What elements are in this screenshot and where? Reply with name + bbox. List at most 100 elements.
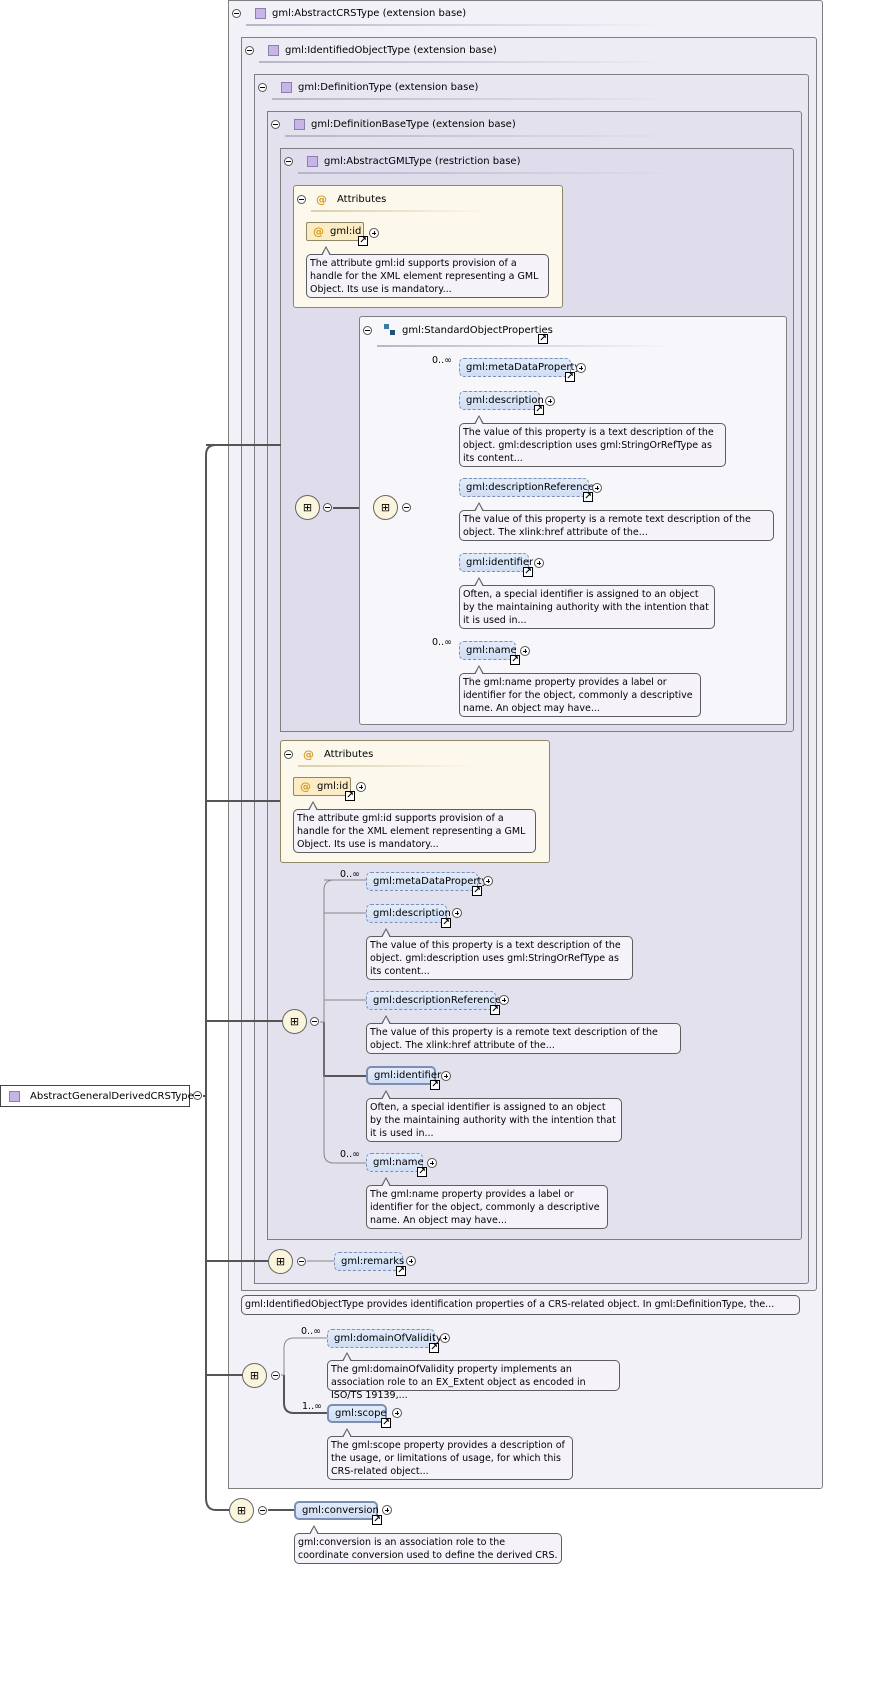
root-type-label: AbstractGeneralDerivedCRSType bbox=[30, 1090, 194, 1102]
expand-icon[interactable] bbox=[534, 558, 544, 568]
expand-icon[interactable] bbox=[427, 1158, 437, 1168]
complex-type-icon bbox=[255, 7, 266, 19]
root-trunk bbox=[205, 444, 217, 1511]
header-underline bbox=[311, 210, 491, 212]
domain-of-validity-element[interactable]: gml:domainOfValidity bbox=[327, 1329, 442, 1348]
header-underline bbox=[246, 24, 666, 26]
collapse-icon[interactable] bbox=[363, 325, 372, 335]
expand-icon[interactable] bbox=[369, 228, 379, 238]
expand-icon[interactable] bbox=[520, 646, 530, 656]
complex-type-icon bbox=[294, 118, 305, 130]
link-arrow-icon[interactable]: ↗ bbox=[523, 567, 533, 577]
link-arrow-icon[interactable]: ↗ bbox=[441, 918, 451, 928]
link-arrow-icon[interactable]: ↗ bbox=[429, 1343, 439, 1353]
identifier-doc: Often, a special identifier is assigned … bbox=[459, 577, 715, 629]
collapse-icon[interactable] bbox=[258, 82, 267, 92]
collapse-icon[interactable] bbox=[402, 503, 411, 512]
gml-id-doc-inner: The attribute gml:id supports provision … bbox=[306, 246, 549, 298]
gml-id-label: gml:id bbox=[317, 781, 349, 792]
expand-icon[interactable] bbox=[392, 1408, 402, 1418]
link-arrow-icon[interactable]: ↗ bbox=[538, 334, 548, 344]
link-arrow-icon[interactable]: ↗ bbox=[510, 655, 520, 665]
link-arrow-icon[interactable]: ↗ bbox=[381, 1418, 391, 1428]
standard-props-title: gml:StandardObjectProperties bbox=[402, 324, 553, 336]
name-element[interactable]: gml:name bbox=[366, 1153, 424, 1172]
expand-icon[interactable] bbox=[382, 1505, 392, 1515]
link-arrow-icon[interactable]: ↗ bbox=[345, 791, 355, 801]
header-underline bbox=[298, 172, 678, 174]
expand-icon[interactable] bbox=[576, 363, 586, 373]
description-reference-element[interactable]: gml:descriptionReference bbox=[459, 478, 594, 497]
attribute-at-icon: @ bbox=[300, 780, 311, 793]
identifier-element[interactable]: gml:identifier bbox=[366, 1066, 441, 1085]
expand-icon[interactable] bbox=[356, 782, 366, 792]
link-arrow-icon[interactable]: ↗ bbox=[583, 492, 593, 502]
link-arrow-icon[interactable]: ↗ bbox=[358, 236, 368, 246]
identifier-element[interactable]: gml:identifier bbox=[459, 553, 533, 572]
description-reference-element[interactable]: gml:descriptionReference bbox=[366, 991, 501, 1010]
collapse-icon[interactable] bbox=[310, 1017, 319, 1026]
collapse-icon[interactable] bbox=[232, 8, 241, 18]
metadata-property-element[interactable]: gml:metaDataProperty bbox=[459, 358, 580, 377]
definition-base-type-header: gml:DefinitionBaseType (extension base) bbox=[271, 115, 516, 133]
sequence-compositor-icon[interactable]: ⊞ bbox=[295, 495, 320, 520]
identified-object-type-header: gml:IdentifiedObjectType (extension base… bbox=[245, 41, 497, 59]
expand-icon[interactable] bbox=[499, 995, 509, 1005]
attributes-inner-title: Attributes bbox=[337, 193, 387, 205]
occurrence-label: 1..∞ bbox=[302, 1401, 322, 1412]
scope-doc: The gml:scope property provides a descri… bbox=[327, 1428, 573, 1480]
name-doc: The gml:name property provides a label o… bbox=[366, 1177, 608, 1229]
group-icon bbox=[384, 324, 396, 336]
remarks-element[interactable]: gml:remarks bbox=[334, 1252, 404, 1271]
expand-icon[interactable] bbox=[545, 396, 555, 406]
occurrence-label: 0..∞ bbox=[301, 1326, 321, 1337]
header-underline bbox=[377, 345, 677, 347]
expand-icon[interactable] bbox=[440, 1333, 450, 1343]
sequence-compositor-icon[interactable]: ⊞ bbox=[282, 1009, 307, 1034]
attribute-at-icon: @ bbox=[303, 747, 314, 761]
collapse-icon[interactable] bbox=[297, 194, 306, 204]
collapse-icon[interactable] bbox=[323, 503, 332, 512]
complex-type-icon bbox=[268, 44, 279, 56]
collapse-icon[interactable] bbox=[284, 156, 293, 166]
expand-icon[interactable] bbox=[406, 1256, 416, 1266]
expand-icon[interactable] bbox=[452, 908, 462, 918]
link-arrow-icon[interactable]: ↗ bbox=[490, 1005, 500, 1015]
header-underline bbox=[285, 135, 675, 137]
metadata-property-element[interactable]: gml:metaDataProperty bbox=[366, 872, 487, 891]
link-arrow-icon[interactable]: ↗ bbox=[430, 1080, 440, 1090]
identified-object-doc: gml:IdentifiedObjectType provides identi… bbox=[241, 1295, 800, 1315]
collapse-icon[interactable] bbox=[193, 1091, 202, 1100]
link-arrow-icon[interactable]: ↗ bbox=[534, 405, 544, 415]
expand-icon[interactable] bbox=[441, 1071, 451, 1081]
link-arrow-icon[interactable]: ↗ bbox=[472, 886, 482, 896]
sequence-compositor-icon[interactable]: ⊞ bbox=[268, 1249, 293, 1274]
collapse-icon[interactable] bbox=[271, 119, 280, 129]
identifier-doc: Often, a special identifier is assigned … bbox=[366, 1090, 622, 1142]
conversion-element[interactable]: gml:conversion bbox=[294, 1501, 379, 1520]
gml-id-attribute-outer[interactable]: @ gml:id bbox=[293, 777, 351, 796]
link-arrow-icon[interactable]: ↗ bbox=[372, 1515, 382, 1525]
occurrence-label: 0..∞ bbox=[340, 869, 360, 880]
expand-icon[interactable] bbox=[483, 876, 493, 886]
collapse-icon[interactable] bbox=[271, 1371, 280, 1380]
gml-id-attribute-inner[interactable]: @ gml:id bbox=[306, 222, 364, 241]
link-arrow-icon[interactable]: ↗ bbox=[417, 1167, 427, 1177]
collapse-icon[interactable] bbox=[284, 749, 293, 759]
description-element[interactable]: gml:description bbox=[366, 904, 451, 923]
complex-type-icon bbox=[9, 1090, 20, 1102]
link-arrow-icon[interactable]: ↗ bbox=[396, 1266, 406, 1276]
root-type-box[interactable]: AbstractGeneralDerivedCRSType bbox=[0, 1085, 194, 1107]
sequence-compositor-icon[interactable]: ⊞ bbox=[229, 1498, 254, 1523]
description-reference-doc: The value of this property is a remote t… bbox=[459, 502, 774, 541]
collapse-icon[interactable] bbox=[245, 45, 254, 55]
sequence-compositor-icon[interactable]: ⊞ bbox=[242, 1363, 267, 1388]
link-arrow-icon[interactable]: ↗ bbox=[565, 372, 575, 382]
sequence-compositor-icon[interactable]: ⊞ bbox=[373, 495, 398, 520]
description-element[interactable]: gml:description bbox=[459, 391, 544, 410]
collapse-icon[interactable] bbox=[258, 1506, 267, 1515]
expand-icon[interactable] bbox=[592, 483, 602, 493]
scope-element[interactable]: gml:scope bbox=[327, 1404, 387, 1423]
collapse-icon[interactable] bbox=[297, 1257, 306, 1266]
name-element[interactable]: gml:name bbox=[459, 641, 517, 660]
